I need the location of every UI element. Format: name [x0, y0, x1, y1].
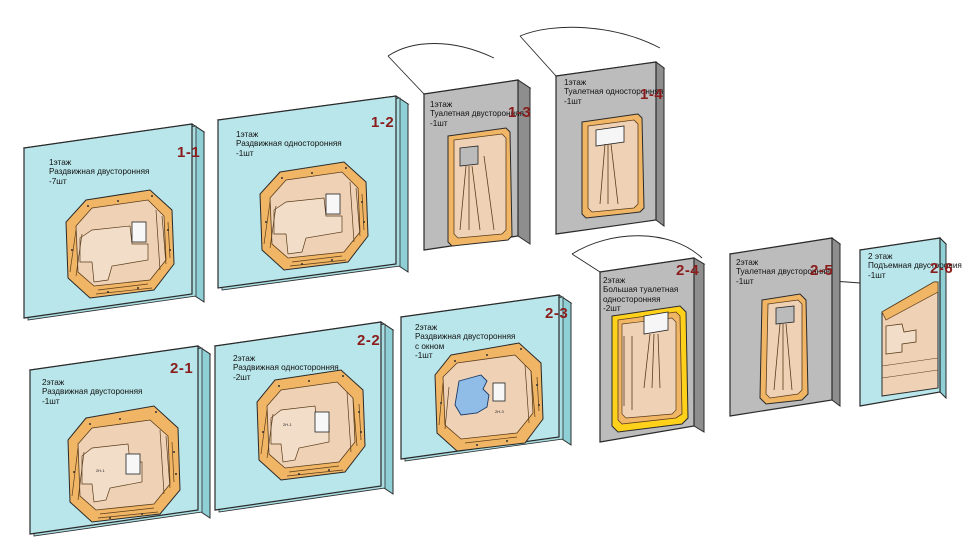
tag-1-3: 1-3	[508, 104, 532, 121]
floor-plan-1-1	[65, 189, 175, 299]
door-swing-arc	[571, 235, 703, 259]
floor-plan-2-1: 2Н-1	[67, 405, 181, 523]
caption-line: Раздвижная двусторонняя	[49, 167, 150, 177]
toilet-panel-face-2-5	[759, 293, 809, 405]
panel-2-6-illustration	[858, 236, 948, 407]
card-2-6[interactable]: 2 этаж Подъемная двусторония -1шт 2-6	[858, 234, 962, 414]
card-2-4[interactable]: 2этаж Большая туалетная односторонняя -2…	[570, 232, 720, 450]
floor-plan-2-2: 2Н-1	[256, 369, 366, 481]
caption-line: Туалетная двусторонняя	[430, 109, 524, 119]
caption-line: 1этаж	[49, 158, 72, 167]
tag-2-6: 2-6	[930, 260, 954, 277]
card-1-3[interactable]: 1этаж Туалетная двусторонняя -1шт 1-3	[382, 43, 542, 256]
toilet-panel-face-1-4	[581, 113, 645, 219]
caption-line: -1шт	[415, 351, 433, 361]
door-swing-arc	[519, 26, 661, 49]
panel-1-3-illustration	[387, 43, 532, 251]
caption-1-4: 1этаж Туалетная односторонняя -1шт	[564, 78, 663, 106]
caption-line: 2этаж	[42, 378, 65, 387]
caption-line: 2этаж	[233, 354, 256, 363]
caption-2-2: 2этаж Раздвижная односторонняя -2шт	[233, 354, 339, 382]
panel-2-2-illustration: 2Н-1	[213, 321, 395, 513]
tag-2-1: 2-1	[170, 360, 194, 377]
panel-1-1-illustration	[22, 123, 206, 321]
card-1-4[interactable]: 1этаж Туалетная односторонняя -1шт 1-4	[514, 26, 674, 253]
caption-line: -7шт	[49, 176, 67, 186]
caption-line: Туалетная двусторонняя	[736, 267, 830, 277]
toilet-panel-face-1-3	[447, 127, 513, 247]
caption-line: -1шт	[564, 96, 582, 106]
caption-2-5: 2этаж Туалетная двусторонняя -1шт	[736, 258, 830, 286]
caption-2-3: 2этаж Раздвижная двусторонняя с окном -1…	[415, 323, 515, 361]
caption-line: Подъемная двусторония	[868, 261, 962, 271]
caption-line: 2этаж	[415, 323, 438, 332]
tag-2-2: 2-2	[357, 332, 381, 349]
card-2-1[interactable]: 2Н-1 2этаж Раздвижная двусторонняя -1шт …	[28, 330, 220, 537]
panel-1-2-illustration	[216, 95, 410, 291]
caption-2-4: 2этаж Большая туалетная односторонняя -2…	[603, 276, 678, 314]
caption-line: -1шт	[868, 270, 886, 280]
floor-plan-2-3: 2Н-3	[434, 342, 544, 452]
caption-line: 2этаж	[603, 276, 626, 285]
tag-2-4: 2-4	[676, 262, 700, 279]
lift-panel-face-2-6	[881, 281, 939, 397]
caption-2-1: 2этаж Раздвижная двусторонняя -1шт	[42, 378, 142, 406]
caption-line: Раздвижная односторонняя	[236, 139, 342, 149]
tag-2-3: 2-3	[545, 305, 569, 322]
panel-label-2-1: 2Н-1	[96, 468, 105, 473]
caption-line: 1этаж	[430, 100, 453, 109]
door-swing-arc	[387, 43, 495, 59]
panel-2-5-illustration	[728, 237, 877, 417]
panel-2-4-illustration	[571, 235, 706, 443]
panel-label-2-2: 2Н-1	[283, 422, 292, 427]
caption-1-3: 1этаж Туалетная двусторонняя -1шт	[430, 100, 524, 128]
caption-line: 1этаж	[236, 130, 259, 139]
panel-label-2-3: 2Н-3	[495, 409, 504, 414]
panel-2-3-illustration: 2Н-3	[399, 294, 573, 462]
caption-line: -1шт	[430, 118, 448, 128]
card-2-5[interactable]: 2этаж Туалетная двусторонняя -1шт 2-5	[726, 236, 877, 422]
caption-line: -1шт	[236, 148, 254, 158]
caption-line: Раздвижная двусторонняя	[42, 387, 143, 397]
card-2-2[interactable]: 2Н-1 2этаж Раздвижная односторонняя -2шт…	[213, 314, 405, 520]
caption-line: -2шт	[233, 372, 251, 382]
card-2-3[interactable]: 2Н-3 2этаж Раздвижная двусторонняя с окн…	[399, 293, 581, 475]
toilet-panel-face-2-4	[611, 305, 689, 433]
caption-line: 2 этаж	[868, 252, 893, 261]
card-1-2[interactable]: 1этаж Раздвижная односторонняя -1шт 1-2	[216, 95, 418, 302]
caption-line: Раздвижная односторонняя	[233, 363, 339, 373]
window-opening	[454, 374, 490, 416]
card-1-1[interactable]: 1этаж Раздвижная двусторонняя -7шт 1-1	[22, 123, 214, 328]
caption-line: односторонняя	[603, 294, 661, 304]
floor-plan-1-2	[259, 161, 369, 271]
caption-line: Большая туалетная	[603, 285, 679, 295]
tag-1-2: 1-2	[371, 114, 395, 131]
caption-1-1: 1этаж Раздвижная двусторонняя -7шт	[49, 158, 149, 186]
tag-2-5: 2-5	[810, 262, 834, 279]
panel-1-4-illustration	[519, 26, 666, 235]
caption-line: с окном	[415, 341, 445, 351]
caption-line: -1шт	[736, 276, 754, 286]
tag-1-4: 1-4	[640, 86, 664, 103]
caption-line: Раздвижная двусторонняя	[415, 332, 516, 342]
caption-1-2: 1этаж Раздвижная односторонняя -1шт	[236, 130, 342, 158]
tag-1-1: 1-1	[177, 144, 201, 161]
panel-2-1-illustration: 2Н-1	[28, 345, 212, 537]
caption-line: Туалетная односторонняя	[564, 87, 664, 97]
caption-line: -2шт	[603, 304, 621, 314]
caption-line: 2этаж	[736, 258, 759, 267]
caption-line: -1шт	[42, 396, 60, 406]
caption-line: 1этаж	[564, 78, 587, 87]
caption-2-6: 2 этаж Подъемная двусторония -1шт	[868, 252, 962, 280]
